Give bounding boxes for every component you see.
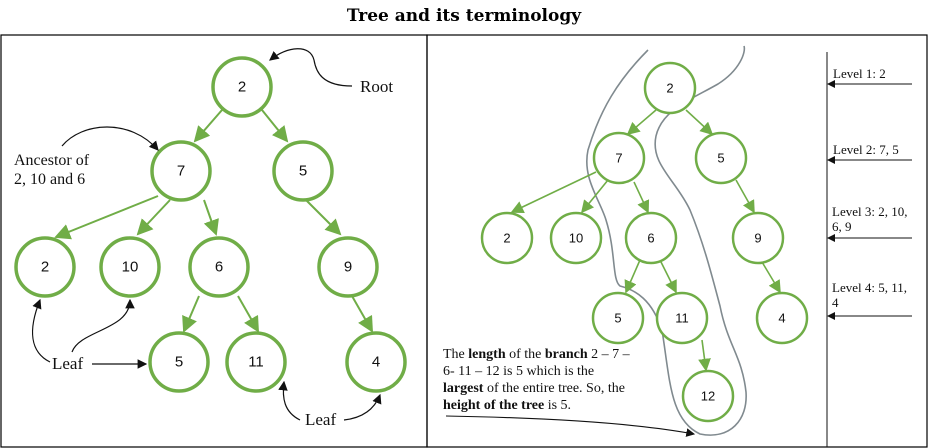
right-node-2-root [643, 61, 697, 115]
root-label: Root [360, 77, 393, 96]
right-node-6 [624, 211, 678, 265]
level-1-label: Level 1: 2 [833, 66, 886, 81]
ancestor-label-line2: 2, 10 and 6 [14, 171, 85, 188]
left-node-4-label: 4 [372, 354, 380, 371]
left-node-10 [99, 236, 161, 298]
left-node-2-root-label: 2 [238, 79, 246, 96]
ancestor-label-line1: Ancestor of [14, 152, 90, 169]
edge-2-5 [261, 109, 289, 143]
level-4-label: Level 4: 5, 11, 4 [832, 280, 907, 310]
longest-branch-outline [586, 45, 747, 436]
right-node-9 [731, 211, 785, 265]
r-edge-2-5 [685, 109, 714, 136]
left-node-5-leaf-label: 5 [175, 354, 183, 371]
leaf-label-2: Leaf [305, 410, 336, 429]
left-node-11 [225, 331, 287, 393]
ancestor-arrow [61, 126, 159, 151]
right-node-12-label: 12 [701, 389, 715, 404]
right-node-2-root-label: 2 [666, 81, 673, 96]
right-node-10-label: 10 [569, 231, 583, 246]
left-node-7-label: 7 [177, 163, 185, 180]
right-node-6-label: 6 [647, 231, 654, 246]
left-node-4 [345, 331, 407, 393]
figure-title: Tree and its terminology [346, 6, 582, 26]
right-node-5-leaf [591, 291, 645, 345]
r-edge-7-2 [510, 171, 597, 213]
r-edge-7-10 [580, 179, 609, 214]
leaf2-arrow-to-4 [343, 393, 382, 421]
left-node-7 [150, 140, 212, 202]
level-3-label: Level 3: 2, 10, 6, 9 [832, 204, 908, 234]
right-node-4-label: 4 [778, 311, 785, 326]
left-node-5-label: 5 [299, 163, 307, 180]
right-node-7-label: 7 [615, 151, 622, 166]
right-node-5 [694, 131, 748, 185]
right-node-12 [681, 369, 735, 423]
left-node-6-label: 6 [215, 259, 223, 276]
right-node-2-leaf [480, 211, 534, 265]
right-node-9-label: 9 [754, 231, 761, 246]
r-edge-6-11 [659, 259, 677, 294]
r-edge-5-9 [735, 179, 755, 214]
root-arrow [269, 48, 353, 87]
level-2-label: Level 2: 7, 5 [833, 142, 899, 157]
left-node-2-leaf-label: 2 [41, 259, 49, 276]
r-edge-11-12 [698, 339, 711, 372]
right-panel-border [426, 34, 928, 448]
right-node-11-label: 11 [675, 311, 689, 326]
left-node-9-label: 9 [344, 259, 352, 276]
branch-length-note: The length of the branch 2 – 7 – 6- 11 –… [443, 347, 630, 413]
right-tree-edges [510, 109, 781, 372]
r-edge-6-5 [624, 259, 641, 294]
left-node-2-root [211, 56, 273, 118]
edge-9-4 [351, 295, 373, 333]
edge-7-10 [136, 199, 171, 236]
r-edge-9-4 [761, 261, 781, 294]
right-node-7 [592, 131, 646, 185]
edge-7-2 [54, 195, 159, 240]
left-node-9 [317, 236, 379, 298]
edge-6-5 [182, 295, 200, 333]
edge-6-11 [237, 295, 259, 333]
left-node-10-label: 10 [122, 259, 139, 276]
edge-2-7 [193, 109, 223, 143]
left-node-5-leaf [148, 331, 210, 393]
right-node-2-leaf-label: 2 [503, 231, 510, 246]
edge-5-9 [305, 199, 342, 236]
left-node-11-label: 11 [248, 354, 264, 371]
edge-7-6 [203, 199, 219, 236]
right-node-5-label: 5 [717, 151, 724, 166]
right-node-4 [755, 291, 809, 345]
leaf-arrow-to-2 [32, 298, 51, 363]
leaf-label-1: Leaf [52, 354, 83, 373]
leaf2-arrow-to-11 [278, 380, 301, 421]
right-node-11 [655, 291, 709, 345]
r-edge-7-6 [633, 181, 650, 214]
r-edge-2-7 [626, 109, 657, 136]
left-node-5 [272, 140, 334, 202]
branch-note-arrow [445, 415, 696, 437]
right-node-10 [549, 211, 603, 265]
right-node-5-leaf-label: 5 [614, 311, 621, 326]
left-tree-edges [54, 109, 373, 333]
left-node-6 [188, 236, 250, 298]
left-node-2-leaf [14, 236, 76, 298]
leaf-arrow-to-10 [71, 298, 135, 353]
